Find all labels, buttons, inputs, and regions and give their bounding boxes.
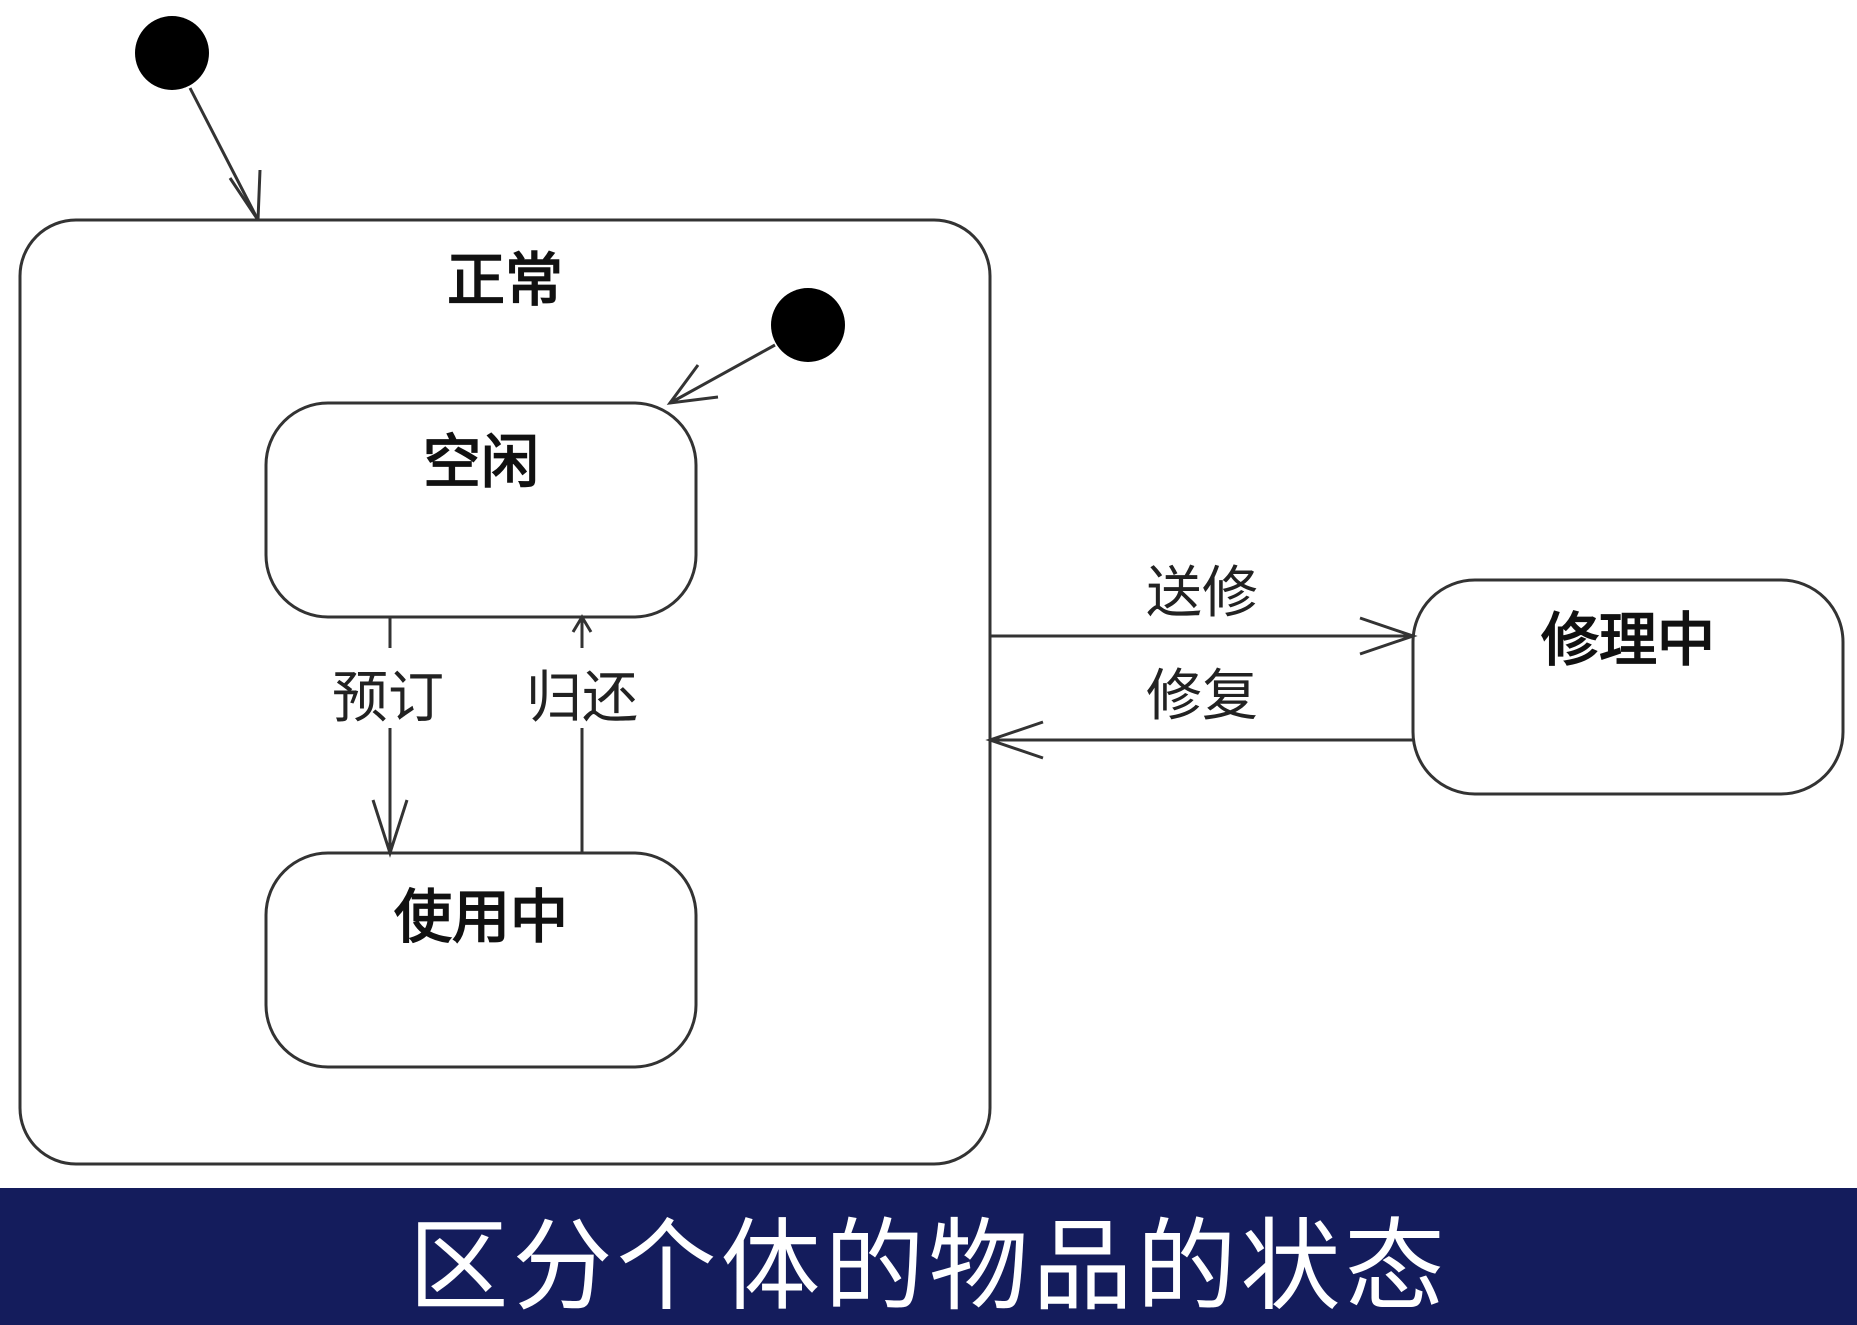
state-idle-title: 空闲: [423, 428, 539, 496]
initial-node-inner: [771, 288, 845, 362]
arrowhead-reserve: [371, 799, 409, 858]
initial-transition-outer: [188, 87, 260, 221]
state-repairing[interactable]: [1411, 578, 1845, 796]
state-diagram: 正常 空闲 使用中 预订 归还 修理中 送修 修复: [18, 16, 1845, 1166]
initial-node-outer: [135, 16, 209, 90]
arrowhead-initial-inner: [666, 364, 719, 405]
state-in-use[interactable]: [264, 851, 698, 1069]
arrowhead-return: [571, 614, 593, 633]
arrowhead-send-repair: [1359, 616, 1418, 656]
initial-transition-inner: [669, 343, 776, 405]
state-normal[interactable]: [18, 218, 992, 1166]
arrowhead-repaired: [985, 720, 1044, 760]
state-idle[interactable]: [264, 401, 698, 619]
caption-text: 区分个体的物品的状态: [408, 1207, 1449, 1325]
transition-return-label: 归还: [526, 666, 638, 731]
state-repairing-title: 修理中: [1541, 606, 1715, 674]
transition-repaired-label: 修复: [1146, 664, 1258, 729]
transition-reserve-label: 预订: [332, 666, 444, 731]
caption-bar: 区分个体的物品的状态: [0, 1188, 1857, 1325]
state-in-use-title: 使用中: [394, 883, 568, 951]
state-normal-title: 正常: [447, 246, 563, 314]
transition-send-repair-label: 送修: [1146, 561, 1258, 626]
